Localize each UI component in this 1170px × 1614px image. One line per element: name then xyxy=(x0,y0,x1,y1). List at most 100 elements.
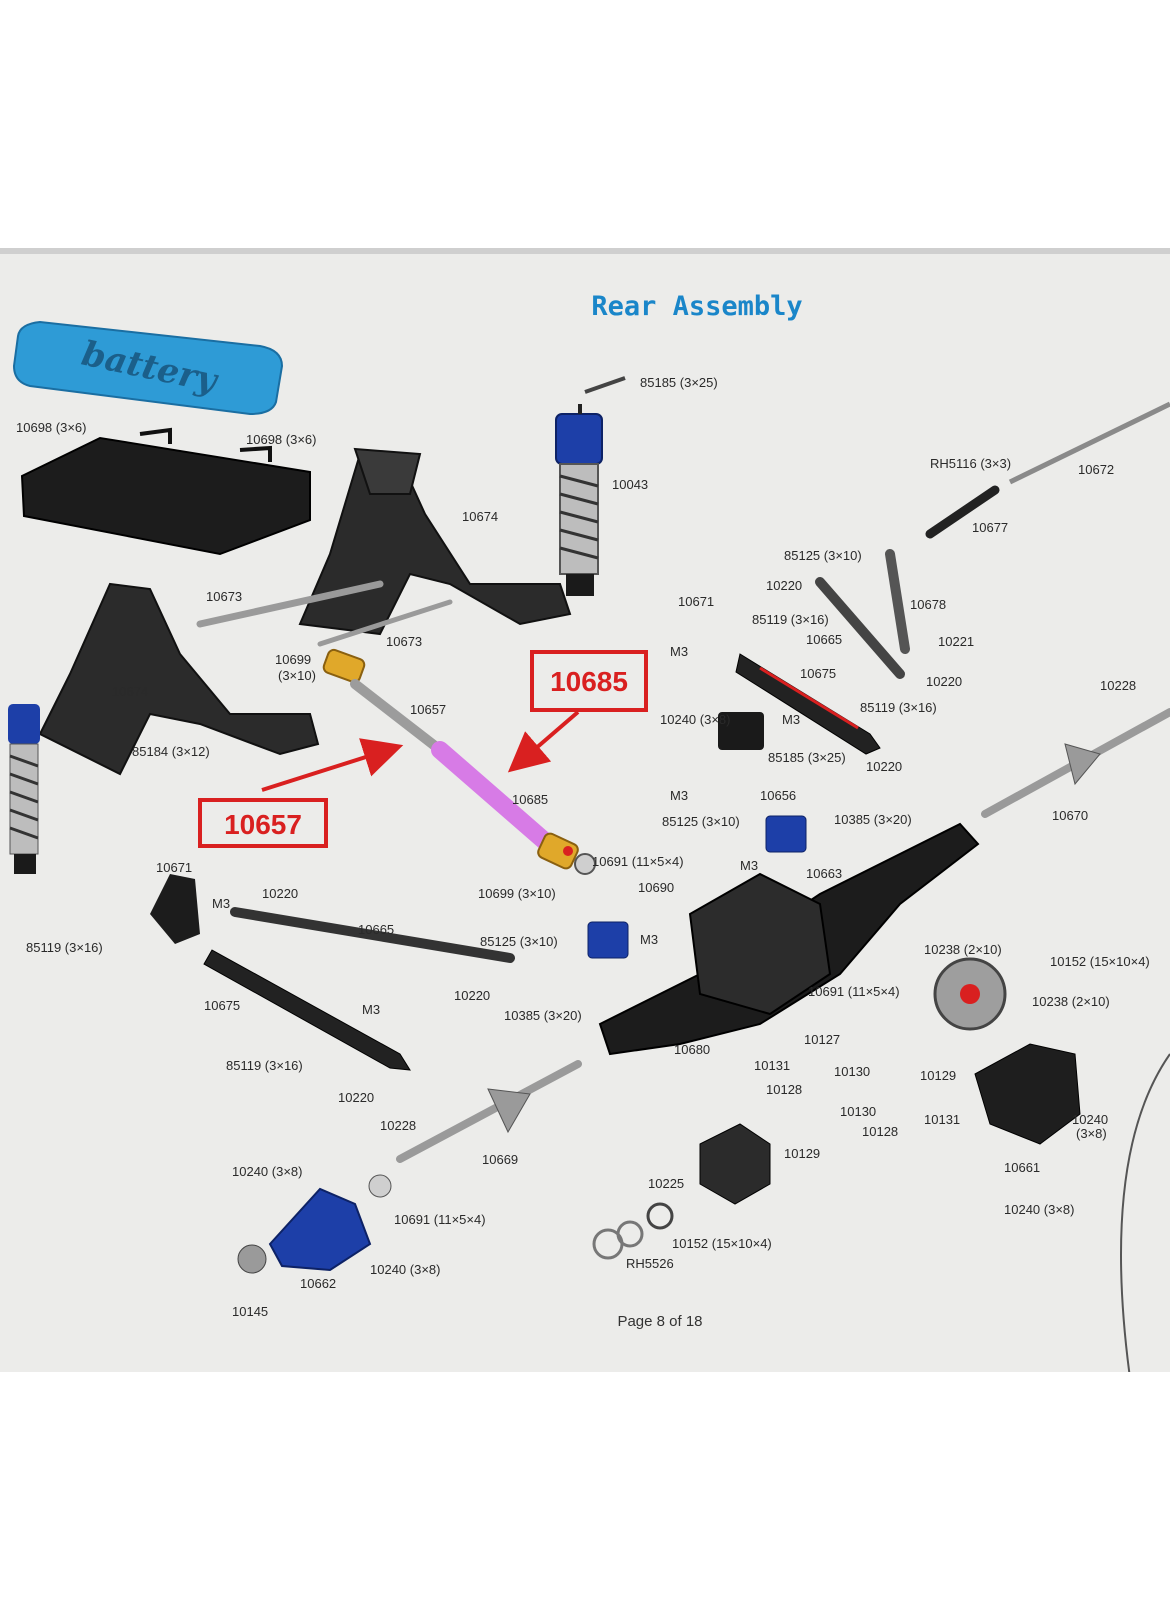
label: 10240 (3×8) xyxy=(370,1262,440,1277)
label: 10240 (3×8) xyxy=(660,712,730,727)
label: 10665 xyxy=(806,632,842,647)
link-arm-10678 xyxy=(815,549,910,679)
label: 10131 xyxy=(754,1058,790,1073)
label: M3 xyxy=(640,932,658,947)
battery-part: battery xyxy=(12,320,284,416)
label: 10671 xyxy=(156,860,192,875)
rear-axle-shaft-10672 xyxy=(1008,401,1170,485)
link-10675-right xyxy=(735,653,881,755)
label: 10220 xyxy=(926,674,962,689)
label: 10240 (3×8) xyxy=(1004,1202,1074,1217)
label: 10128 xyxy=(862,1124,898,1139)
mount-blue-lower xyxy=(587,921,629,959)
shaft-10685-highlight xyxy=(431,741,557,853)
label: 85125 (3×10) xyxy=(784,548,862,563)
label: 10238 (2×10) xyxy=(924,942,1002,957)
label: 10221 xyxy=(938,634,974,649)
label: 85119 (3×16) xyxy=(26,940,103,955)
label: 10238 (2×10) xyxy=(1032,994,1110,1009)
label: 10128 xyxy=(766,1082,802,1097)
shock-tower-lower xyxy=(38,582,320,776)
label: 10675 xyxy=(204,998,240,1013)
label: 10129 xyxy=(784,1146,820,1161)
label: 10690 xyxy=(638,880,674,895)
battery-tray-part xyxy=(20,427,311,556)
label: 10043 xyxy=(612,477,648,492)
label: 10662 xyxy=(300,1276,336,1291)
link-10665-lower xyxy=(230,907,515,963)
label: 10127 xyxy=(804,1032,840,1047)
callout-10657: 10657 xyxy=(198,738,404,848)
label: 10691 (11×5×4) xyxy=(808,984,900,999)
screw-85185 xyxy=(584,376,626,394)
hub-10662 xyxy=(237,1174,392,1274)
exploded-view-diagram: Rear Assembly battery xyxy=(8,291,1170,1372)
label: 10699 (3×10) xyxy=(478,886,556,901)
driveshaft-assembly xyxy=(322,648,596,875)
label: 10656 xyxy=(760,788,796,803)
shock-absorber-left xyxy=(8,704,40,874)
label: 10220 xyxy=(454,988,490,1003)
label: 10240 (3×8) xyxy=(232,1164,302,1179)
label: 10225 xyxy=(648,1176,684,1191)
washer-10152 xyxy=(646,1202,674,1230)
dogbone-tip-left xyxy=(487,1088,531,1134)
label: 85119 (3×16) xyxy=(226,1058,303,1073)
label: 10152 (15×10×4) xyxy=(672,1236,772,1251)
label: 10240 xyxy=(1072,1112,1108,1127)
label: 85185 (3×25) xyxy=(768,750,846,765)
mount-10663 xyxy=(765,815,807,853)
label: 10685 xyxy=(512,792,548,807)
label: (3×10) xyxy=(278,668,316,683)
mount-10656 xyxy=(718,712,764,750)
label: 10228 xyxy=(1100,678,1136,693)
label: 10131 xyxy=(924,1112,960,1127)
page-number: Page 8 of 18 xyxy=(617,1313,702,1330)
label: 10670 xyxy=(1052,808,1088,823)
label: 10152 (15×10×4) xyxy=(1050,954,1150,969)
shaft-10657 xyxy=(350,679,440,751)
label: 10678 xyxy=(910,597,946,612)
label: 10130 xyxy=(834,1064,870,1079)
label: M3 xyxy=(362,1002,380,1017)
diagram-sheet: Rear Assembly battery xyxy=(0,248,1170,1372)
label: M3 xyxy=(740,858,758,873)
label: 10680 xyxy=(674,1042,710,1057)
label: M3 xyxy=(670,788,688,803)
label: 10691 (11×5×4) xyxy=(592,854,684,869)
label: 10691 (11×5×4) xyxy=(394,1212,486,1227)
inset-circle xyxy=(1120,1053,1170,1372)
label: 85119 (3×16) xyxy=(860,700,937,715)
label: 10661 xyxy=(1004,1160,1040,1175)
label: 10699 xyxy=(275,652,311,667)
label: 10220 xyxy=(262,886,298,901)
label: RH5116 (3×3) xyxy=(930,456,1011,471)
label: 10129 xyxy=(920,1068,956,1083)
link-rod-10673b xyxy=(317,599,453,647)
diff-case-10225 xyxy=(699,1123,771,1205)
label: RH5526 xyxy=(626,1256,674,1271)
axle-shaft-10669 xyxy=(396,1060,582,1163)
dogbone-tip-right xyxy=(1064,743,1101,786)
label: 10657 xyxy=(410,702,446,717)
label: 10674 xyxy=(462,509,498,524)
label: 10675 xyxy=(800,666,836,681)
label: 10677 xyxy=(972,520,1008,535)
label: M3 xyxy=(782,712,800,727)
label: 10228 xyxy=(380,1118,416,1133)
label: 10665 xyxy=(358,922,394,937)
label: 85184 (3×12) xyxy=(132,744,210,759)
label: 85185 (3×25) xyxy=(640,375,718,390)
callout-10657-text: 10657 xyxy=(224,809,302,840)
shock-absorber-10043 xyxy=(555,404,603,596)
label: 10385 (3×20) xyxy=(504,1008,582,1023)
label: 85125 (3×10) xyxy=(480,934,558,949)
label: 85125 (3×10) xyxy=(662,814,740,829)
label: 10385 (3×20) xyxy=(834,812,912,827)
label: 10669 xyxy=(482,1152,518,1167)
label: 10698 (3×6) xyxy=(16,420,86,435)
page-title: Rear Assembly xyxy=(591,291,802,322)
link-rod-10673 xyxy=(196,580,384,628)
label: 10130 xyxy=(840,1104,876,1119)
label: 10220 xyxy=(866,759,902,774)
